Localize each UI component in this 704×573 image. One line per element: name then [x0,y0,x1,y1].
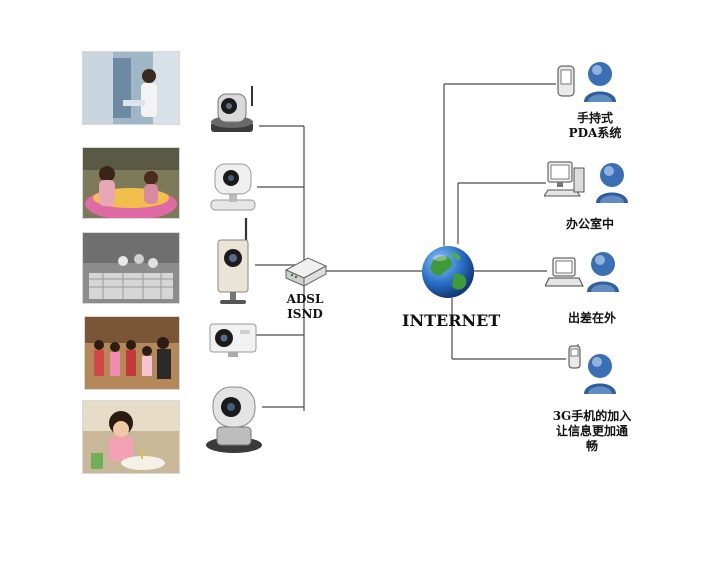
router-icon [282,250,328,290]
birthday-scene [83,401,179,473]
client-label-phone: 3G手机的加入 让信息更加通 畅 [524,409,660,454]
office-scene [83,52,179,124]
client-label-phone-line2: 让信息更加通 [555,424,628,438]
client-label-pda-line2: PDA系统 [568,126,622,140]
family-scene [85,317,179,389]
children-scene [83,148,179,218]
pda-icon [557,65,575,97]
router-label-line1: ADSL [286,292,324,306]
dome-camera-icon [205,160,260,214]
user-icon-pda [580,58,620,104]
ptz-camera-icon [205,84,260,136]
client-label-phone-line1: 3G手机的加入 [552,409,632,423]
pda-client [556,62,616,104]
client-label-laptop: 出差在外 [567,311,616,325]
box-camera-icon [206,318,260,358]
user-icon-phone [580,350,620,396]
internet-label: INTERNET [402,311,501,330]
client-label-pda-line1: 手持式 [576,111,613,125]
mobile-phone-icon [566,344,584,372]
wireless-camera-icon [212,216,256,306]
client-label-pda: 手持式 PDA系统 [550,111,640,141]
desktop-computer-icon [543,160,594,204]
globe-icon [420,244,476,300]
photo-child-birthday [82,400,180,474]
shop-scene [83,233,179,303]
photo-children-pool [82,147,180,219]
laptop-icon [544,256,585,290]
pan-tilt-camera-icon [203,383,265,455]
user-icon-desktop [592,159,632,205]
client-label-desktop: 办公室中 [565,217,614,231]
user-icon-laptop [583,248,623,294]
photo-shop-interior [82,232,180,304]
router-label: ADSL ISND [270,292,340,322]
router-label-line2: ISND [287,307,323,321]
photo-office-woman [82,51,180,125]
client-label-phone-line3: 畅 [585,439,598,453]
photo-family-group [84,316,180,390]
